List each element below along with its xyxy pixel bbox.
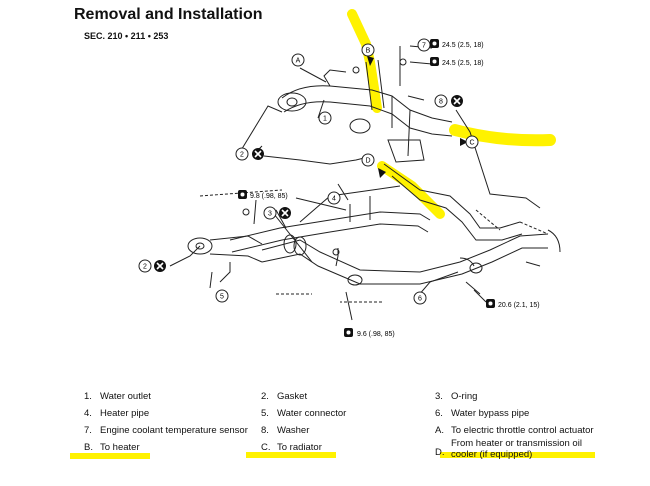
arrow-d (378, 168, 386, 178)
callout-3: 3 (263, 206, 277, 220)
legend-label: To heater (100, 442, 140, 453)
torque-value-3: 9.8 (.98, 85) (250, 193, 288, 200)
callout-8: 8 (434, 94, 448, 108)
highlight-b-legend (70, 453, 150, 459)
callout-b: B (361, 43, 375, 57)
callout-7: 7 (417, 38, 431, 52)
highlight-b (347, 9, 382, 113)
highlight-d (377, 161, 445, 219)
svg-text:C: C (469, 140, 474, 147)
legend-num: 8. (261, 425, 269, 436)
svg-text:2: 2 (143, 264, 147, 271)
svg-text:2: 2 (240, 152, 244, 159)
parts-legend: 1. Water outlet 2. Gasket 3. O-ring 4. Heate… (70, 391, 630, 466)
svg-text:A: A (296, 58, 301, 65)
callout-d: D (361, 153, 375, 167)
legend-label: To electric throttle control actuator (451, 425, 594, 436)
legend-num: 3. (435, 391, 443, 402)
legend-num: 2. (261, 391, 269, 402)
legend-label: Water bypass pipe (451, 408, 530, 419)
legend-num: D. (435, 447, 445, 458)
torque-value-1: 24.5 (2.5, 18) (442, 42, 484, 49)
callout-2a: 2 (235, 147, 249, 161)
page-title: Removal and Installation (74, 6, 263, 23)
svg-text:5: 5 (220, 294, 224, 301)
svg-text:6: 6 (418, 296, 422, 303)
legend-label: Water connector (277, 408, 347, 419)
callout-5: 5 (215, 289, 229, 303)
legend-num: A. (435, 425, 444, 436)
svg-text:D: D (365, 158, 370, 165)
legend-label: Water outlet (100, 391, 151, 402)
callout-c: C (465, 135, 479, 149)
legend-num: C. (261, 442, 271, 453)
legend-row: 4. Heater pipe 5. Water connector 6. Water … (70, 408, 630, 425)
highlight-c (449, 124, 556, 147)
legend-num: 1. (84, 391, 92, 402)
legend-num: 7. (84, 425, 92, 436)
highlight-c-legend (246, 452, 336, 458)
callout-a: A (291, 53, 305, 67)
legend-num: 5. (261, 408, 269, 419)
legend-label: From heater or transmission oil cooler (… (451, 438, 582, 460)
callout-6: 6 (413, 291, 427, 305)
legend-label: Gasket (277, 391, 308, 402)
svg-text:4: 4 (332, 196, 336, 203)
legend-row: 1. Water outlet 2. Gasket 3. O-ring (70, 391, 630, 408)
highlight-d-legend (440, 452, 595, 458)
legend-num: 6. (435, 408, 443, 419)
legend-row: 7. Engine coolant temperature sensor 8. Wa… (70, 425, 630, 442)
legend-num: B. (84, 442, 93, 453)
svg-text:7: 7 (422, 43, 426, 50)
legend-label: To radiator (277, 442, 322, 453)
legend-num: 4. (84, 408, 92, 419)
torque-value-5: 9.6 (.98, 85) (357, 331, 395, 338)
legend-label: Washer (277, 425, 310, 436)
callout-4: 4 (327, 191, 341, 205)
legend-label: O-ring (451, 391, 478, 402)
svg-text:3: 3 (268, 211, 272, 218)
arrow-b (367, 56, 374, 66)
torque-value-4: 20.6 (2.1, 15) (498, 302, 540, 309)
section-ref: SEC. 210 • 211 • 253 (84, 31, 169, 41)
svg-text:B: B (366, 48, 371, 55)
arrow-c (460, 138, 468, 146)
callout-1: 1 (318, 111, 332, 125)
svg-text:1: 1 (323, 116, 327, 123)
callout-2b: 2 (138, 259, 152, 273)
coolant-pipe-diagram: 1 2 2 3 4 5 6 7 8 A B C D 24.5 (2.5, 18)… (138, 9, 561, 338)
legend-label: Heater pipe (100, 408, 150, 419)
torque-value-2: 24.5 (2.5, 18) (442, 60, 484, 67)
legend-label: Engine coolant temperature sensor (100, 425, 248, 436)
legend-row: B. To heater C. To radiator D. From heater … (70, 438, 630, 466)
torque-icon (238, 39, 495, 337)
svg-text:8: 8 (439, 99, 443, 106)
